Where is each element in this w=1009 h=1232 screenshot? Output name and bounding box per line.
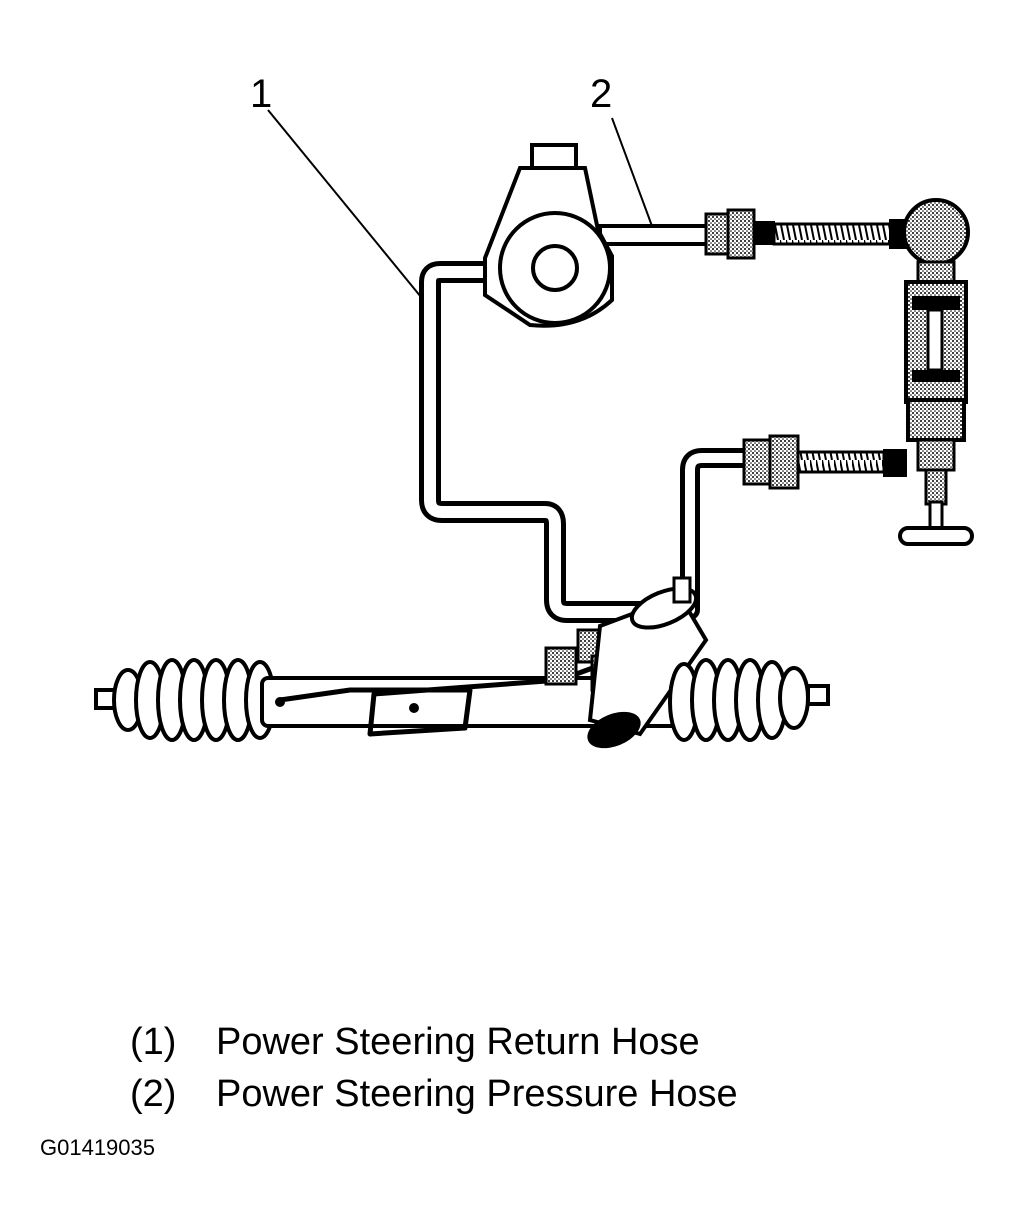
legend-label: Power Steering Return Hose xyxy=(216,1021,700,1063)
legend-label: Power Steering Pressure Hose xyxy=(216,1073,738,1115)
pressure-gauge-assembly xyxy=(898,198,974,546)
legend-item-return-hose: (1) Power Steering Return Hose xyxy=(130,1016,738,1068)
callout-1-label: 1 xyxy=(250,72,273,116)
right-tie-rod-end xyxy=(806,684,830,706)
upper-hose-fitting xyxy=(704,208,913,260)
power-steering-pump xyxy=(483,143,614,328)
rack-pressure-line xyxy=(680,448,755,620)
left-rack-boot xyxy=(112,658,276,742)
steering-rack xyxy=(94,576,830,749)
rack-transfer-line xyxy=(279,663,599,737)
callout-1-leader xyxy=(267,109,431,309)
legend-number: (2) xyxy=(130,1073,177,1115)
callout-2-leader xyxy=(611,117,653,227)
pump-reservoir-cap xyxy=(530,143,578,171)
right-rack-boot xyxy=(668,658,810,742)
pressure-gauge xyxy=(902,198,970,266)
callout-2-label: 2 xyxy=(590,72,613,116)
pump-pulley-hub xyxy=(531,244,579,292)
legend: (1) Power Steering Return Hose (2) Power… xyxy=(130,1016,738,1120)
pressure-hose xyxy=(598,224,712,246)
return-hose xyxy=(419,261,651,623)
valve-handle-icon xyxy=(898,526,974,546)
figure-code: G01419035 xyxy=(40,1135,155,1160)
lower-hose-fitting xyxy=(742,434,907,490)
legend-number: (1) xyxy=(130,1021,177,1063)
legend-item-pressure-hose: (2) Power Steering Pressure Hose xyxy=(130,1068,738,1120)
